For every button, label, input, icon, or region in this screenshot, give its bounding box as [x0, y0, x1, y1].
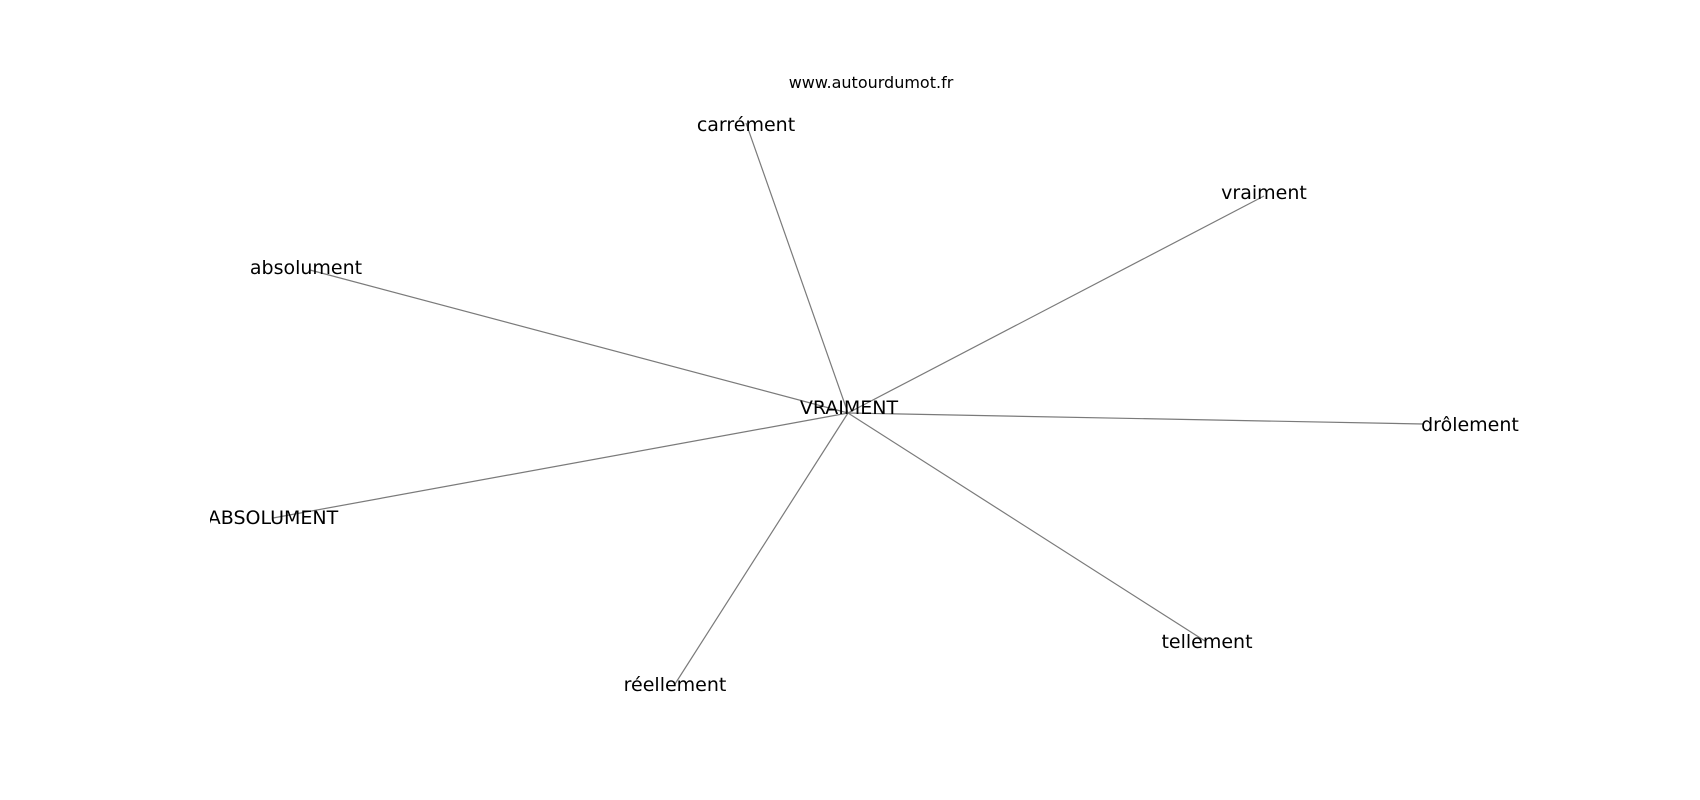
graph-edge-4 [847, 412, 1424, 425]
graph-edge-3 [309, 269, 849, 414]
node-label-vraiment: vraiment [1221, 182, 1307, 204]
graph-labels: VRAIMENT carrément vraiment absolument d… [208, 114, 1519, 696]
center-node-label: VRAIMENT [800, 397, 899, 419]
node-label-absolument: absolument [250, 257, 362, 279]
graph-edge-7 [674, 412, 849, 685]
node-label-carrement: carrément [697, 114, 795, 136]
graph-edge-2 [847, 195, 1265, 414]
source-url: www.autourdumot.fr [789, 73, 954, 92]
node-label-drolement: drôlement [1421, 414, 1519, 436]
node-label-absolument-upper: ABSOLUMENT [208, 507, 339, 529]
graph-edge-1 [745, 122, 849, 414]
graph-edge-5 [272, 412, 849, 519]
graph-edges [272, 122, 1424, 685]
graph-edge-6 [847, 412, 1206, 642]
node-label-tellement: tellement [1161, 631, 1252, 653]
node-label-reellement: réellement [624, 674, 727, 696]
